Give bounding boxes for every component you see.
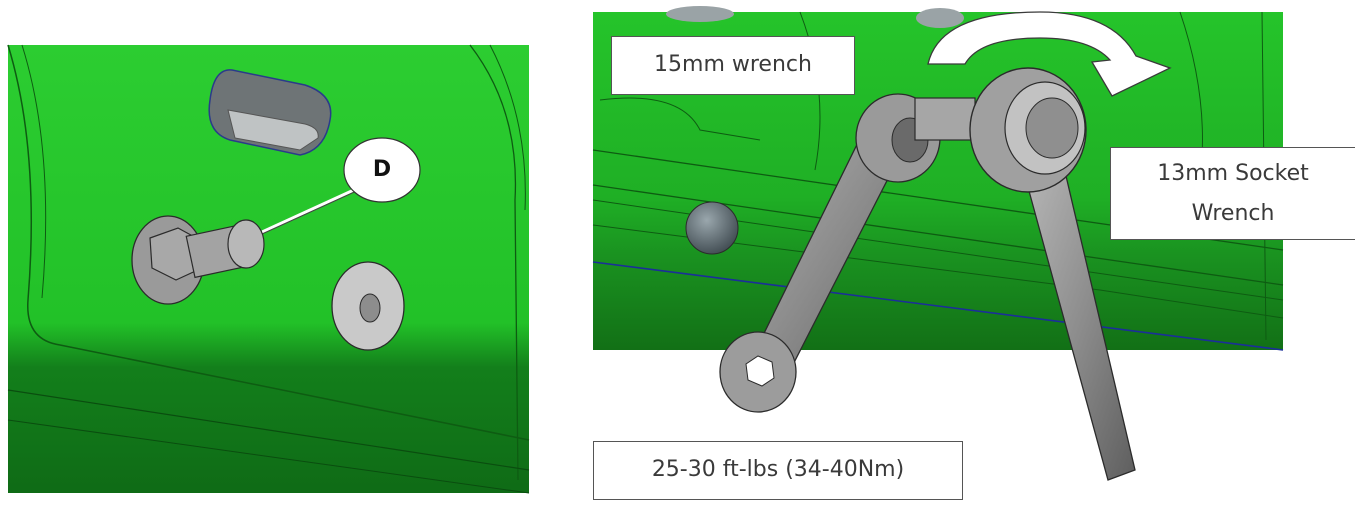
callout-15mm-wrench: 15mm wrench [611, 36, 855, 95]
left-panel [7, 44, 530, 494]
bolt-d [131, 215, 265, 305]
callout-15mm-wrench-text: 15mm wrench [654, 52, 812, 77]
callout-13mm-socket-wrench: 13mm Socket Wrench [1110, 147, 1355, 240]
combination-wrench [719, 93, 941, 413]
slot-opening [208, 69, 332, 156]
callout-socket-line1: 13mm Socket [1157, 161, 1309, 186]
curved-arrow-icon [927, 11, 1172, 97]
callout-socket-line2: Wrench [1191, 201, 1275, 226]
marker-label-d: D [372, 157, 392, 182]
callout-torque-spec: 25-30 ft-lbs (34-40Nm) [593, 441, 963, 500]
washer [331, 261, 405, 351]
socket-wrench [914, 67, 1136, 481]
ball-knob [685, 201, 739, 255]
callout-torque-text: 25-30 ft-lbs (34-40Nm) [651, 457, 905, 482]
marker-bubble [343, 137, 421, 203]
